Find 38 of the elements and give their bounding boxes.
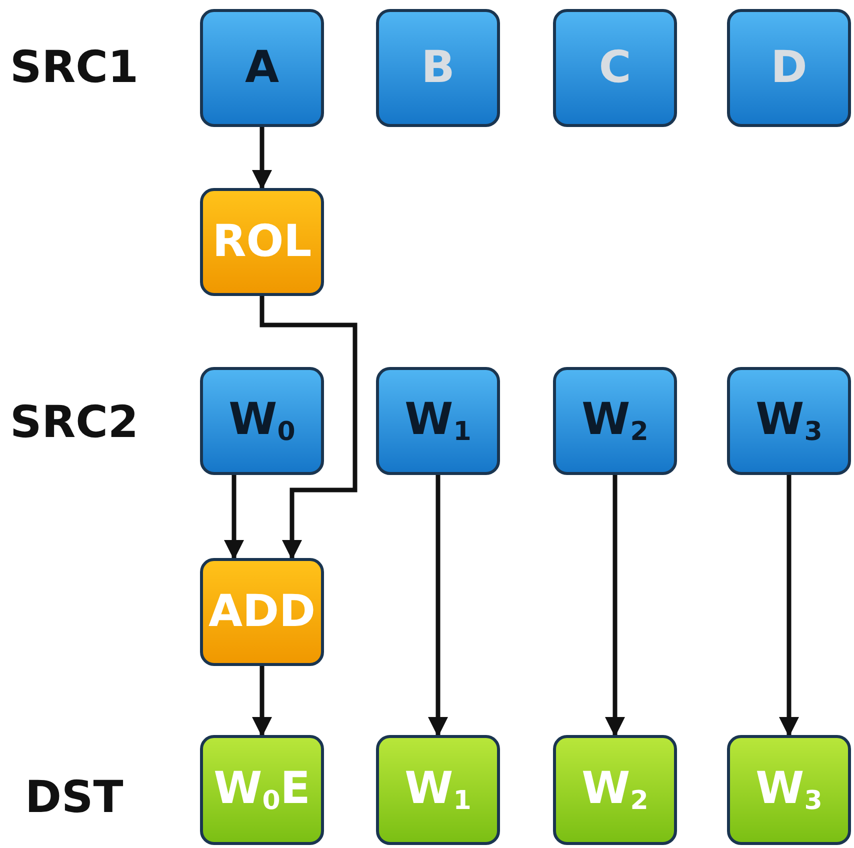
source-box xyxy=(200,367,324,475)
operation-box xyxy=(200,188,324,296)
source-box xyxy=(727,9,851,127)
row-label: SRC2 xyxy=(10,397,138,448)
box-label: W$_{2}$ xyxy=(582,766,648,814)
row-label: SRC1 xyxy=(10,42,138,93)
source-box xyxy=(553,9,677,127)
destination-box xyxy=(200,735,324,845)
source-box xyxy=(376,9,500,127)
box-label: C xyxy=(598,46,632,90)
source-box xyxy=(200,9,324,127)
destination-box xyxy=(727,735,851,845)
source-box xyxy=(553,367,677,475)
box-label: W$_{0}$ xyxy=(228,398,296,444)
arrow xyxy=(778,475,800,738)
source-box xyxy=(727,367,851,475)
box-label: W$_{1}$ xyxy=(404,766,472,814)
box-label: B xyxy=(421,46,455,90)
box-label: ROL xyxy=(212,220,312,264)
box-label: ADD xyxy=(208,590,316,634)
box-label: A xyxy=(244,46,280,90)
box-label: W$_{0}$E xyxy=(214,766,310,814)
box-label: W$_{2}$ xyxy=(582,398,648,444)
destination-box xyxy=(376,735,500,845)
arrow xyxy=(428,475,448,738)
arrow xyxy=(604,475,626,738)
arrow xyxy=(260,296,358,560)
box-label: W$_{3}$ xyxy=(756,766,822,814)
destination-box xyxy=(553,735,677,845)
box-label: W$_{1}$ xyxy=(404,398,472,444)
arrow xyxy=(224,475,244,560)
box-label: D xyxy=(770,46,808,90)
row-label: DST xyxy=(25,772,124,823)
box-label: W$_{3}$ xyxy=(756,398,822,444)
source-box xyxy=(376,367,500,475)
arrow xyxy=(252,666,272,738)
arrow xyxy=(252,127,272,190)
operation-box xyxy=(200,558,324,666)
